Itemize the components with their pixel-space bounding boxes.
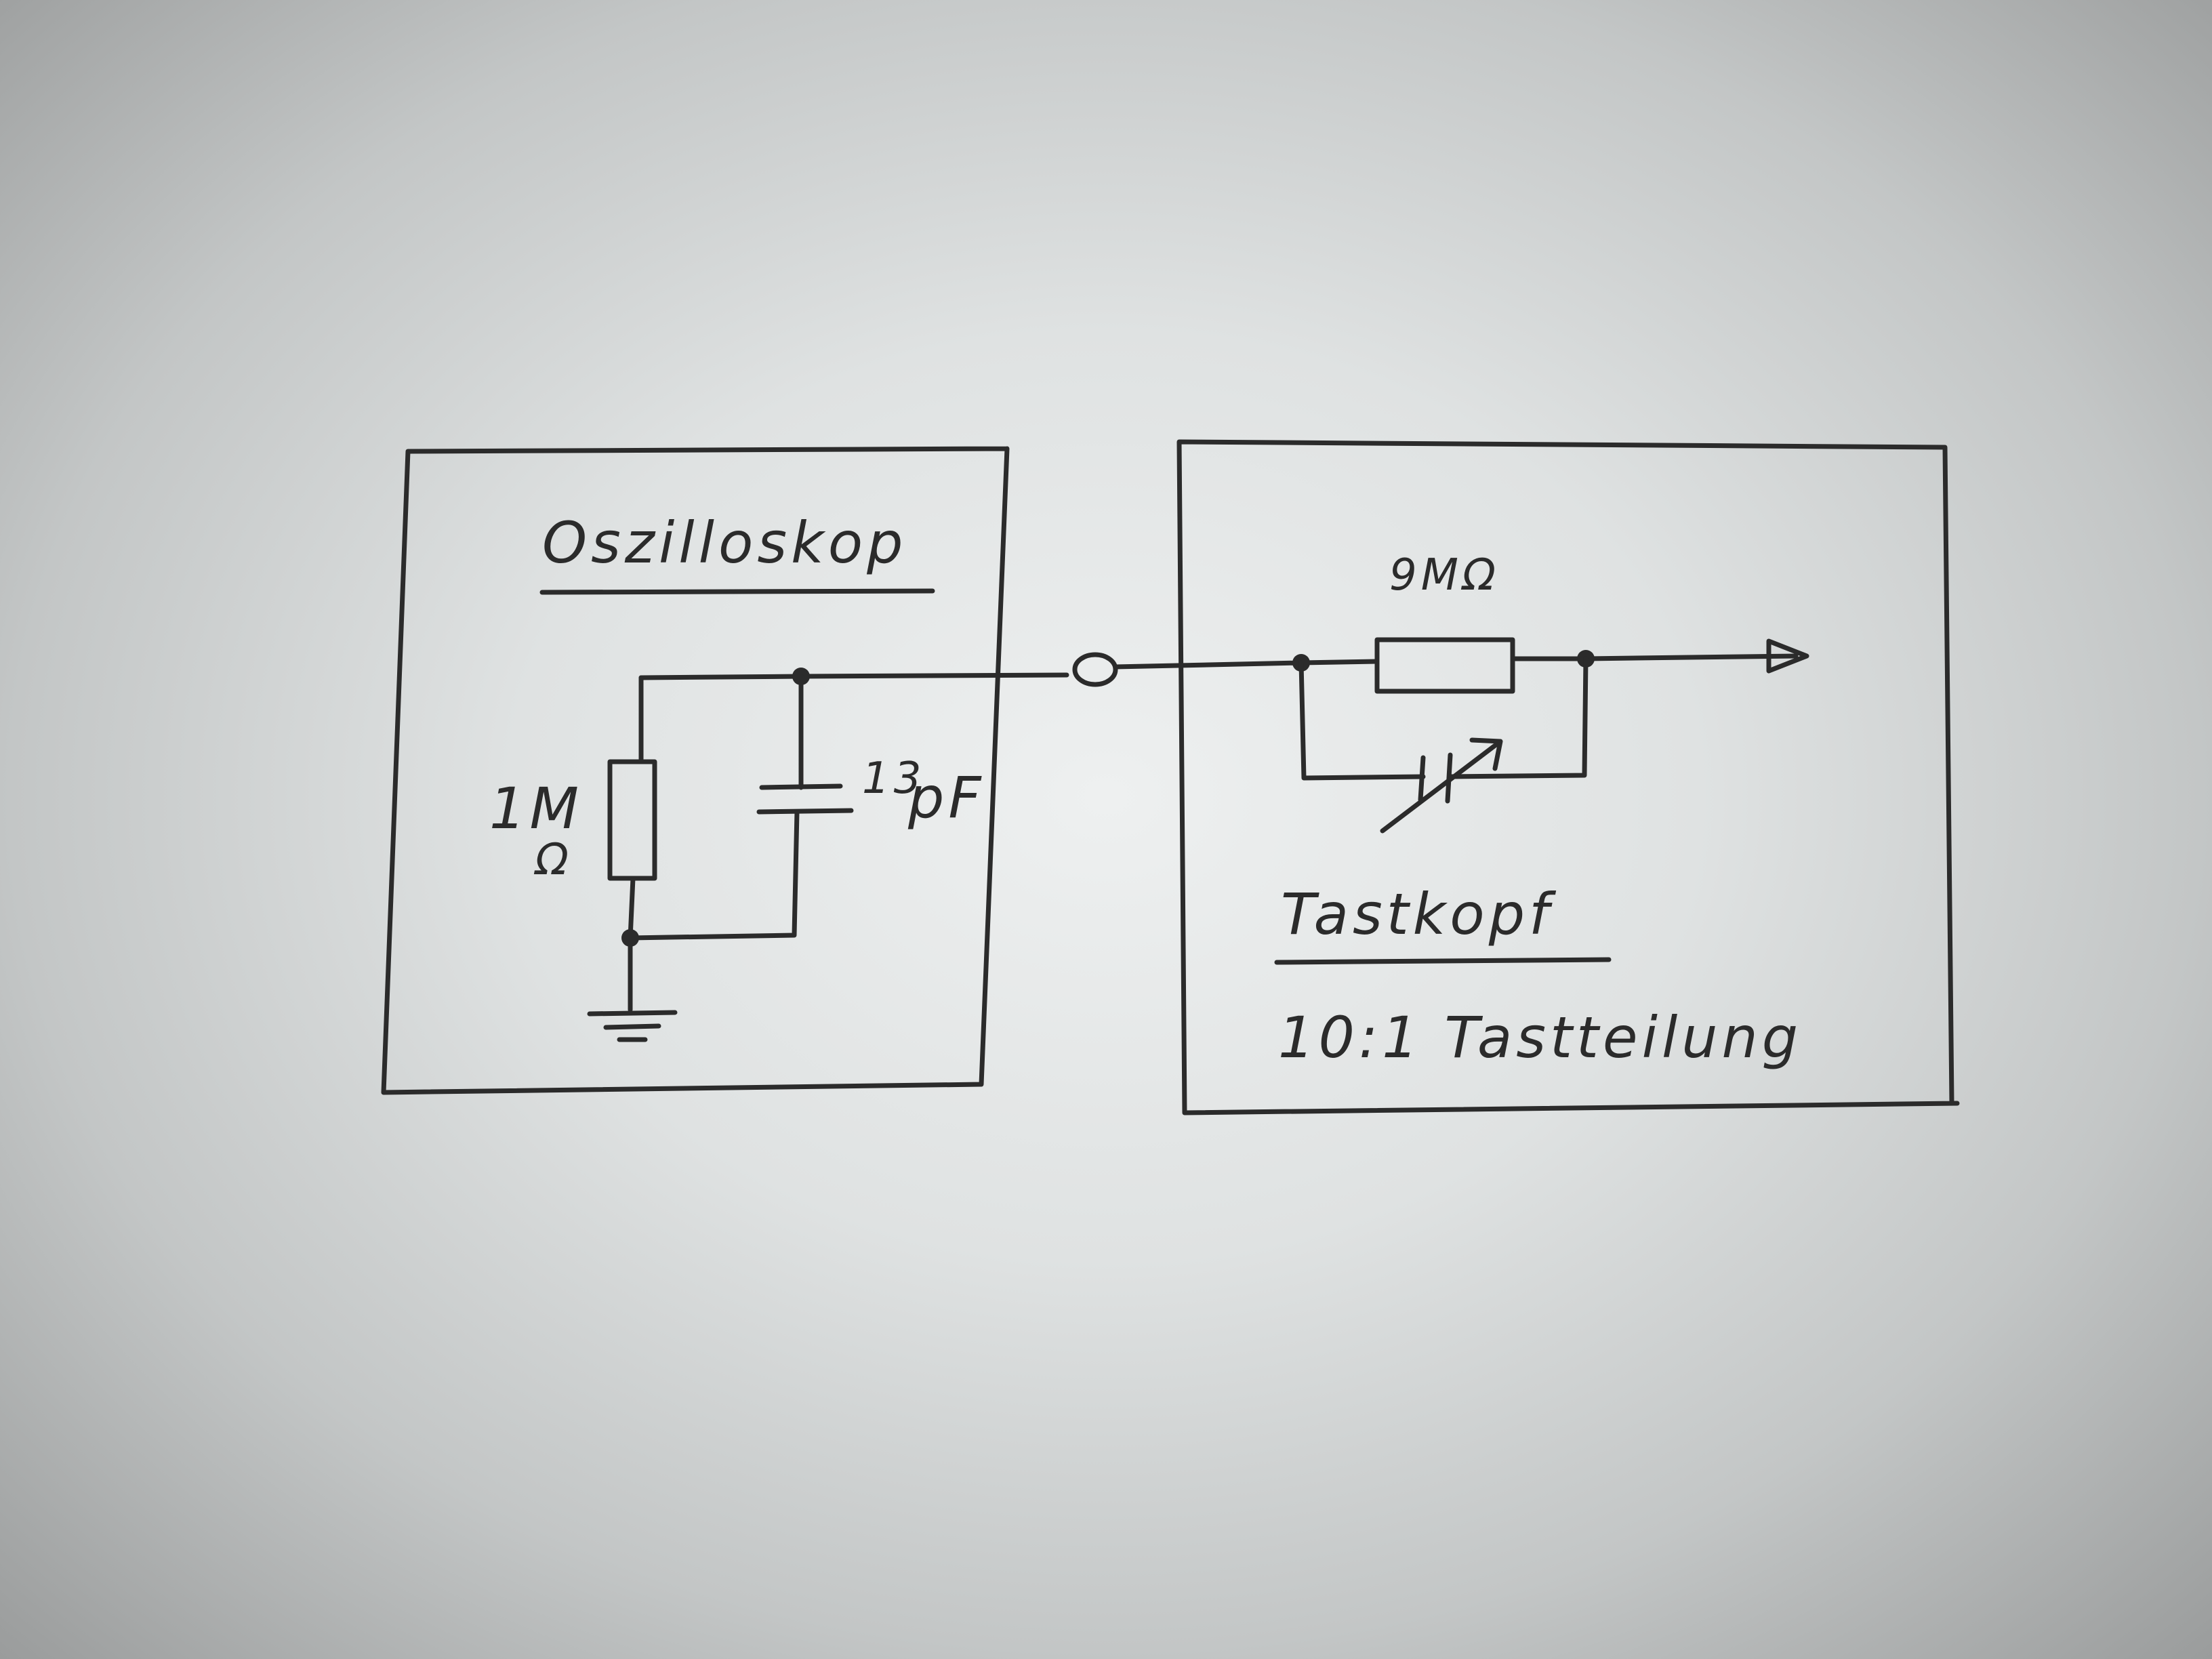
probe-title-underline	[1274, 957, 1612, 965]
junction-node	[621, 929, 639, 947]
capacitor-13pf	[756, 783, 854, 815]
oscilloscope-box	[381, 446, 1010, 1095]
oscilloscope-title-underline	[539, 588, 935, 595]
bnc-connector	[1072, 652, 1118, 687]
capacitor-value: 13	[862, 754, 925, 804]
probe-subtitle: 10:1 Tastteilung	[1278, 1004, 1802, 1071]
resistor-9m	[1374, 637, 1515, 694]
probe-cable	[1113, 660, 1304, 670]
resistor-1m-label: 1M	[489, 775, 583, 842]
probe-resistor-label: 9MΩ	[1389, 550, 1500, 600]
probe-box	[1176, 439, 1960, 1115]
oscilloscope-title: Oszilloskop	[542, 510, 907, 576]
oscilloscope-block: Oszilloskop 1M Ω 13 pF	[381, 446, 1069, 1095]
resistor-1m	[607, 759, 657, 881]
probe-tip-arrow	[1766, 638, 1809, 674]
probe-block: 9MΩ Tastkopf 10:1 Tastteilung	[1176, 439, 1960, 1115]
resistor-wire	[628, 675, 644, 1012]
ground-symbol	[587, 1010, 678, 1042]
resistor-1m-unit: Ω	[533, 835, 573, 885]
capacitor-unit: pF	[907, 764, 985, 831]
scope-top-wire	[638, 672, 1069, 680]
capacitor-wire	[628, 674, 804, 941]
trimmer-wire	[1298, 656, 1589, 781]
trimmer-arrow	[1380, 737, 1503, 834]
probe-title: Tastkopf	[1281, 881, 1557, 947]
